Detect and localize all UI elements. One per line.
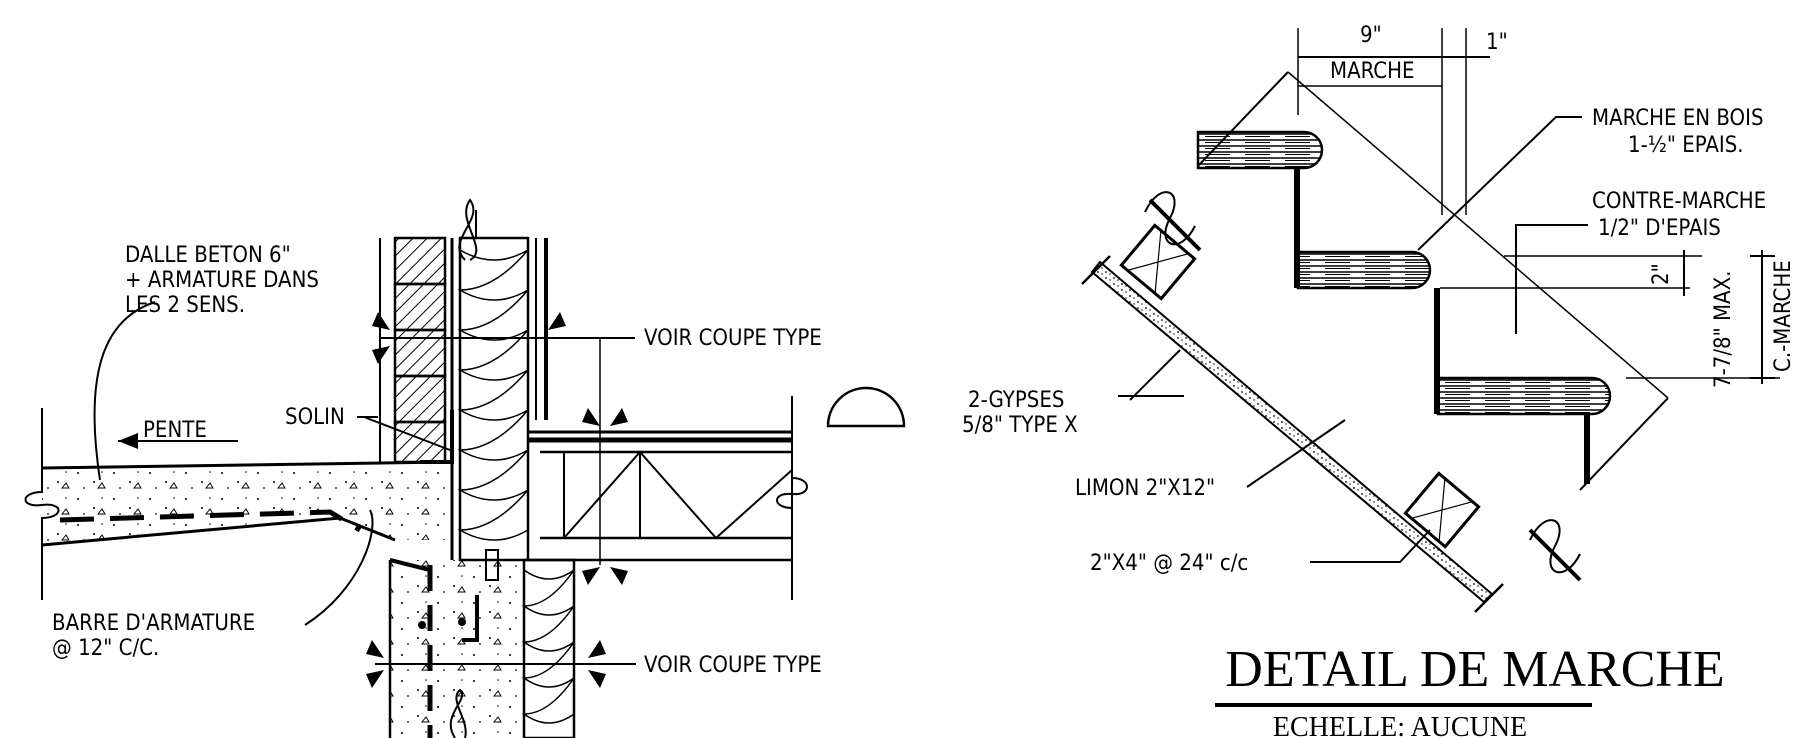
section-ref-top: VOIR COUPE TYPE <box>644 326 822 351</box>
brick-veneer <box>379 236 447 464</box>
stud-note: 2"X4" @ 24" c/c <box>1090 551 1248 576</box>
slab-note-line-1: DALLE BETON 6" <box>125 243 291 268</box>
concrete-slab <box>42 462 450 545</box>
gypsum-note-line-2: 5/8" TYPE X <box>962 413 1078 438</box>
dim-nosing: 1" <box>1486 30 1508 55</box>
drawing-scale: ECHELLE: AUCUNE <box>1273 712 1527 738</box>
tread-note-line-1: MARCHE EN BOIS <box>1592 106 1764 131</box>
section-symbol <box>826 386 906 428</box>
riser-note-line-1: CONTRE-MARCHE <box>1592 189 1766 214</box>
slab-note-line-3: LES 2 SENS. <box>125 293 245 318</box>
risers <box>1294 168 1590 484</box>
treads <box>1196 130 1612 416</box>
stringer-note: LIMON 2"X12" <box>1075 476 1215 501</box>
tread-label: MARCHE <box>1330 59 1415 84</box>
gypsum-note-line-1: 2-GYPSES <box>968 388 1064 413</box>
blocking-2x4 <box>1119 223 1481 549</box>
tread-note-line-2: 1-½" EPAIS. <box>1628 133 1744 158</box>
dim-tread-thickness: 2" <box>1649 263 1674 285</box>
floor-joist <box>485 396 808 600</box>
flashing-label: SOLIN <box>285 405 345 430</box>
dimension-markers <box>366 312 636 688</box>
rebar-line <box>59 509 362 533</box>
foundation-detail: DALLE BETON 6" + ARMATURE DANS LES 2 SEN… <box>24 198 906 738</box>
dim-tread: 9" <box>1360 23 1382 48</box>
foundation-wall <box>390 560 525 738</box>
slab-note-line-2: + ARMATURE DANS <box>125 268 319 293</box>
riser-note-line-2: 1/2" D'EPAIS <box>1598 216 1721 241</box>
stringer <box>1081 255 1669 613</box>
dim-riser-label: C.-MARCHE <box>1771 260 1796 372</box>
section-ref-bottom: VOIR COUPE TYPE <box>644 653 822 678</box>
stair-tread-detail: 9" 1" MARCHE MARCHE EN BOIS 1-½" EPAIS. … <box>962 23 1796 738</box>
rebar-note-line-2: @ 12" C/C. <box>52 636 159 661</box>
rebar-note-line-1: BARRE D'ARMATURE <box>52 611 255 636</box>
drawing-title: DETAIL DE MARCHE <box>1225 641 1724 698</box>
dim-riser-max: 7-7/8" MAX. <box>1711 271 1736 388</box>
wall-insulation <box>449 198 576 738</box>
slope-label: PENTE <box>143 418 207 443</box>
flashing <box>420 410 454 464</box>
